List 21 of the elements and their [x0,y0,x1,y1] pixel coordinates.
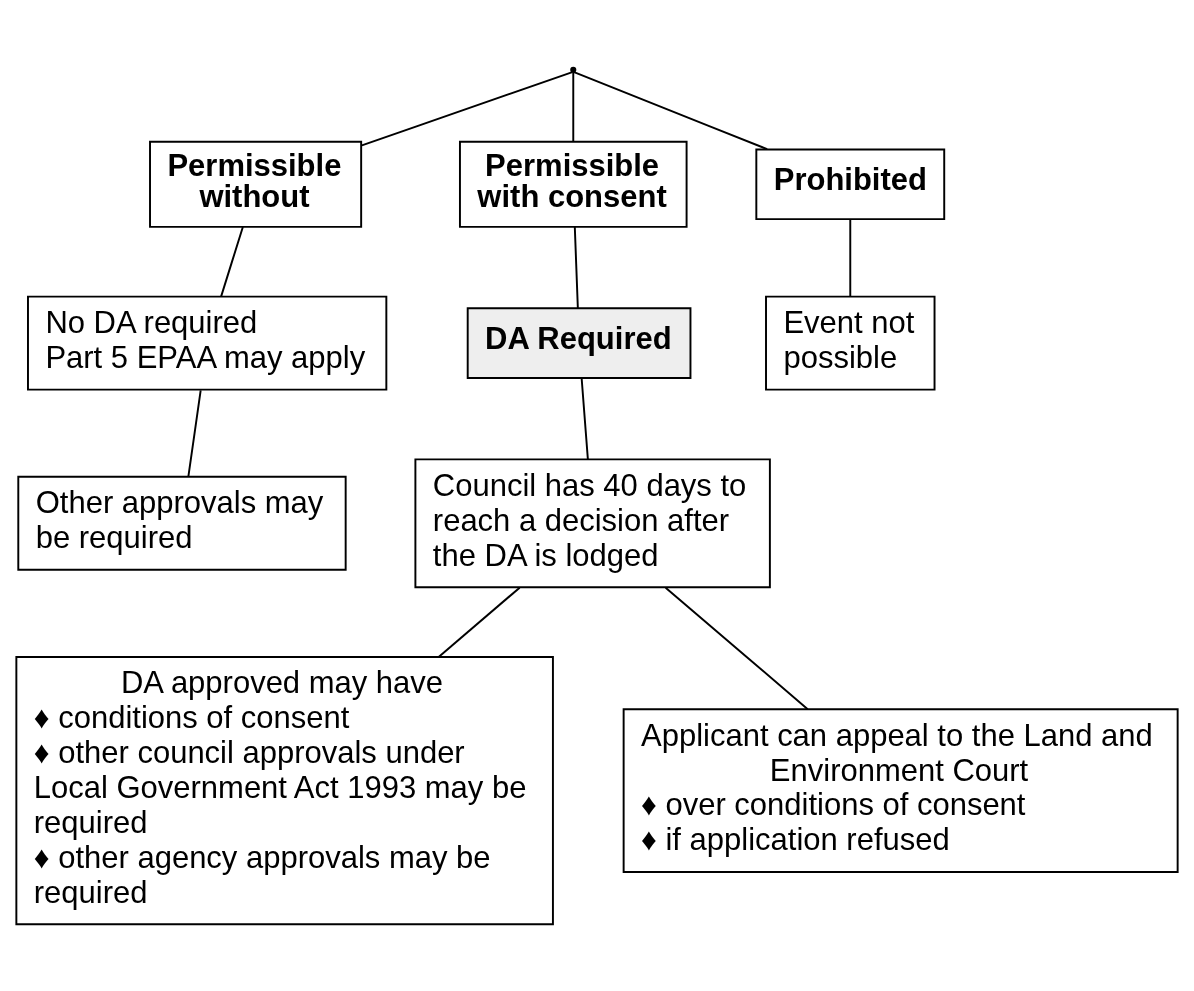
node-box: Other approvals may be required [17,475,347,571]
connector [849,218,852,297]
connector [437,586,521,658]
connector [572,70,575,142]
node-box: Permissible without [149,140,363,228]
node-box: Permissible with consent [458,140,688,228]
node-box: Prohibited [755,147,946,220]
node-box: DA approved may have ♦ conditions of consent ♦ other council approvals under Local Government Act 1993 may be required ♦ other agency approvals may be required [15,655,554,925]
connector [580,376,589,460]
node-point [570,66,577,73]
connector [573,225,579,309]
connector [187,388,202,478]
node-box: Applicant can appeal to the Land and Environment Court ♦ over conditions of consent ♦ if application refused [622,707,1179,873]
connector [220,225,244,297]
connector [573,70,769,150]
node-box: Council has 40 days to reach a decision after the DA is lodged [414,457,771,588]
node-box: DA Required [466,306,692,379]
connector [664,586,809,710]
node-box: No DA required Part 5 EPAA may apply [27,295,388,391]
connector [360,70,574,146]
node-box: Event not possible [765,295,936,391]
